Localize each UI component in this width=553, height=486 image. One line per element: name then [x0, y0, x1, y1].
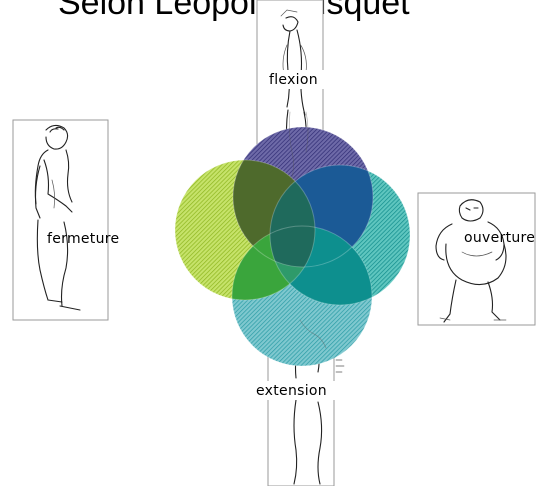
- left-figure-frame: [13, 120, 108, 320]
- right-figure-panel: [418, 193, 535, 325]
- right-figure-frame: [418, 193, 535, 325]
- chain-circles: [175, 127, 410, 366]
- extension-label: extension: [256, 383, 327, 399]
- flexion-label: flexion: [269, 72, 318, 88]
- left-figure-panel: [13, 120, 108, 320]
- fermeture-label: fermeture: [47, 231, 119, 247]
- ouverture-label: ouverture: [464, 230, 535, 246]
- page-title: Selon Léopold Busquet: [58, 0, 410, 22]
